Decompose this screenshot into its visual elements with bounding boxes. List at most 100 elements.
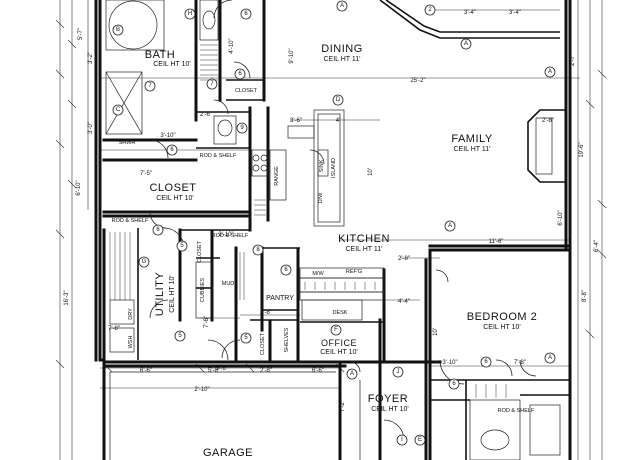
room-ceil-family: CEIL HT 11': [454, 146, 491, 153]
door-swings: [149, 0, 537, 441]
label-desk: DESK: [333, 310, 348, 316]
dim-11-6: 11'-6": [489, 239, 504, 245]
tag-2: 2: [428, 7, 432, 13]
label-range: RANGE: [274, 166, 280, 186]
dim-25-2: 25'-2": [410, 78, 425, 84]
tag-a-2: A: [464, 41, 468, 47]
room-name-bath: BATH: [145, 49, 176, 61]
dimension-text: 25'-2" 3'-4" 3'-4" 3'-10" 3'-10" 3'-10" …: [64, 10, 600, 412]
dim-7-6: 7'-6": [204, 316, 210, 328]
dim-7-8-b: 7'-8": [514, 360, 526, 366]
dim-3-2: 3'-2": [88, 52, 94, 64]
dim-3-10-a: 3'-10": [160, 133, 175, 139]
room-ceil-closet: CEIL HT 10': [156, 195, 194, 202]
dim-4-4: 4'-4": [398, 299, 410, 305]
label-shelves: SHELVES: [284, 327, 290, 352]
dim-16-3: 16'-3": [64, 290, 70, 305]
dim-5-7: 5'-7": [78, 28, 84, 40]
tag-a-3: A: [548, 69, 552, 75]
room-name-garage: GARAGE: [203, 447, 253, 459]
fixture-labels: CLOSET CLOSET CLOSET ROD & SHELF ROD & S…: [112, 88, 535, 414]
label-rod-shelf-1: ROD & SHELF: [200, 153, 237, 159]
room-ceil-office: CEIL HT 10': [320, 349, 358, 356]
kitchen-counters: [251, 109, 385, 321]
dim-6-6-a: 6'-6": [140, 368, 152, 374]
label-dryer: DRY: [128, 308, 134, 320]
tag-h: H: [188, 11, 192, 17]
dim-2-8-b: 2'-8": [260, 368, 272, 374]
label-microwave: M/W: [312, 271, 324, 277]
room-labels: BATH CEIL HT 10' DINING CEIL HT 11' FAMI…: [145, 43, 538, 459]
dim-2-10: 2'-10": [194, 387, 209, 393]
dim-4: 4': [336, 118, 340, 124]
tag-a-1: A: [340, 3, 344, 9]
tag-a-4: A: [448, 223, 452, 229]
dim-7-8-a: 7'-8": [108, 326, 120, 332]
label-sink: SINK: [319, 159, 325, 172]
label-shower: SHWR: [119, 140, 136, 146]
dim-9-10: 9'-10": [289, 48, 295, 63]
label-closet-bath: CLOSET: [235, 88, 258, 94]
tag-6-c: 6: [284, 267, 288, 273]
dim-5-8: 5'-8": [208, 368, 220, 374]
dim-2-6-a: 2'-6": [200, 112, 212, 118]
detail-tags: H A A A A A A D G F I E B C 6 6 5 5 5 8 …: [112, 0, 556, 446]
bath-fixtures: [105, 0, 561, 460]
dim-3-4-a: 3'-4": [464, 10, 476, 16]
dim-4-10: 4'-10": [229, 38, 235, 53]
dim-3-4-b: 3'-4": [509, 10, 521, 16]
dim-3-0: 3'-0": [88, 122, 94, 134]
label-rod-shelf-2: ROD & SHELF: [112, 218, 149, 224]
tag-i: I: [401, 437, 403, 443]
exterior-walls: [94, 0, 572, 460]
dim-3-6: 3'-6": [290, 118, 302, 124]
dim-10-a: 10': [368, 168, 374, 176]
label-refrigerator: REF'G: [346, 269, 362, 275]
label-cubbies: CUBBIES: [200, 278, 206, 302]
label-closet-hall: CLOSET: [260, 332, 266, 355]
tag-8: 8: [256, 247, 260, 253]
tag-6-f: 6: [452, 381, 456, 387]
dim-8-8: 8'-8": [582, 290, 588, 302]
room-name-kitchen: KITCHEN: [338, 233, 390, 245]
tag-a-5: A: [548, 355, 552, 361]
tag-d: D: [336, 97, 341, 103]
tag-7-a: 7: [148, 83, 152, 89]
room-name-dining: DINING: [321, 43, 363, 55]
room-name-office: OFFICE: [321, 338, 357, 348]
room-name-closet: CLOSET: [149, 182, 196, 194]
tag-e: E: [418, 437, 422, 443]
dim-6-10-b: 6'-10": [558, 210, 564, 225]
tag-6-b: 6: [156, 227, 160, 233]
dim-2-8-d: 2'-8": [542, 118, 554, 124]
dim-2-8-c: 2'-8": [398, 256, 410, 262]
dim-6-4: 6'-4": [594, 240, 600, 252]
dimension-lines: [55, 0, 607, 460]
label-rod-shelf-3: ROD & SHELF: [212, 233, 249, 239]
tag-j: J: [397, 369, 400, 375]
tag-9: 9: [240, 125, 244, 131]
room-ceil-bath: CEIL HT 10': [153, 61, 191, 68]
tag-6-g: 6: [484, 359, 488, 365]
tag-b: B: [116, 27, 120, 33]
dim-6-10-a: 6'-10": [76, 180, 82, 195]
dim-7-5: 7'-5": [140, 171, 152, 177]
dim-3-10-c: 3'-10": [442, 360, 457, 366]
tag-6-a: 6: [170, 147, 174, 153]
interior-walls: [102, 0, 570, 460]
label-rod-shelf-4: ROD & SHELF: [498, 408, 535, 414]
label-washer: WSH: [128, 336, 134, 349]
tag-5-b: 5: [178, 333, 182, 339]
room-name-bedroom2: BEDROOM 2: [467, 311, 538, 323]
dim-2-8-a: 2'-8": [260, 310, 272, 316]
dim-3-10-b: 3'-10": [218, 232, 233, 238]
tag-f: F: [334, 327, 338, 333]
tag-6-d: 6: [238, 71, 242, 77]
room-ceil-utility: CEIL HT 10': [169, 275, 176, 313]
room-name-family: FAMILY: [451, 133, 492, 145]
tag-g: G: [142, 259, 147, 265]
tag-7-b: 7: [210, 81, 214, 87]
tag-5-a: 5: [180, 243, 184, 249]
label-mud: MUD: [222, 281, 235, 287]
dim-10-b: 10': [433, 328, 439, 336]
